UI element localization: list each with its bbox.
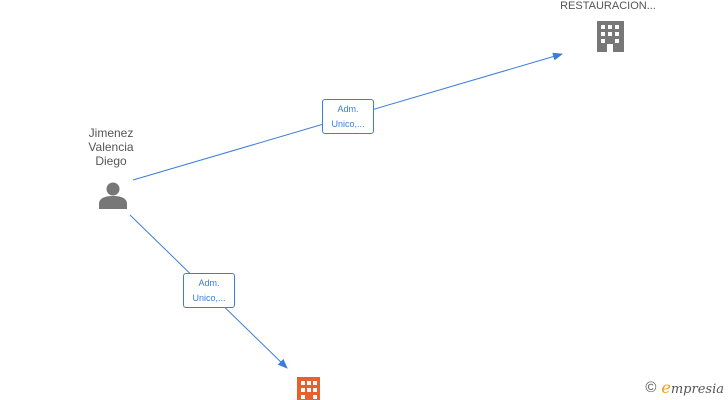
person-name-line-2: Valencia [88, 140, 134, 154]
company-name-label[interactable]: RESTAURACION... [560, 0, 656, 12]
relation-label-1[interactable]: Adm. Unico,... [322, 99, 374, 134]
relation-label-1-line-2: Unico,... [331, 119, 365, 129]
empresia-watermark[interactable]: © empresia [645, 378, 724, 397]
relation-label-2[interactable]: Adm. Unico,... [183, 273, 235, 308]
empresia-logo: empresia [661, 378, 724, 397]
relation-label-2-line-1: Adm. [198, 278, 220, 288]
relation-label-1-line-1: Adm. [337, 104, 359, 114]
person-name-line-3: Diego [95, 154, 127, 168]
building-icon-orange[interactable] [297, 377, 320, 400]
person-icon[interactable] [99, 182, 127, 210]
relation-label-2-line-2: Unico,... [192, 293, 226, 303]
person-name-label[interactable]: Jimenez Valencia Diego [73, 126, 149, 168]
person-name-line-1: Jimenez [88, 126, 134, 140]
copyright-icon: © [645, 379, 657, 396]
building-icon[interactable] [597, 21, 624, 52]
